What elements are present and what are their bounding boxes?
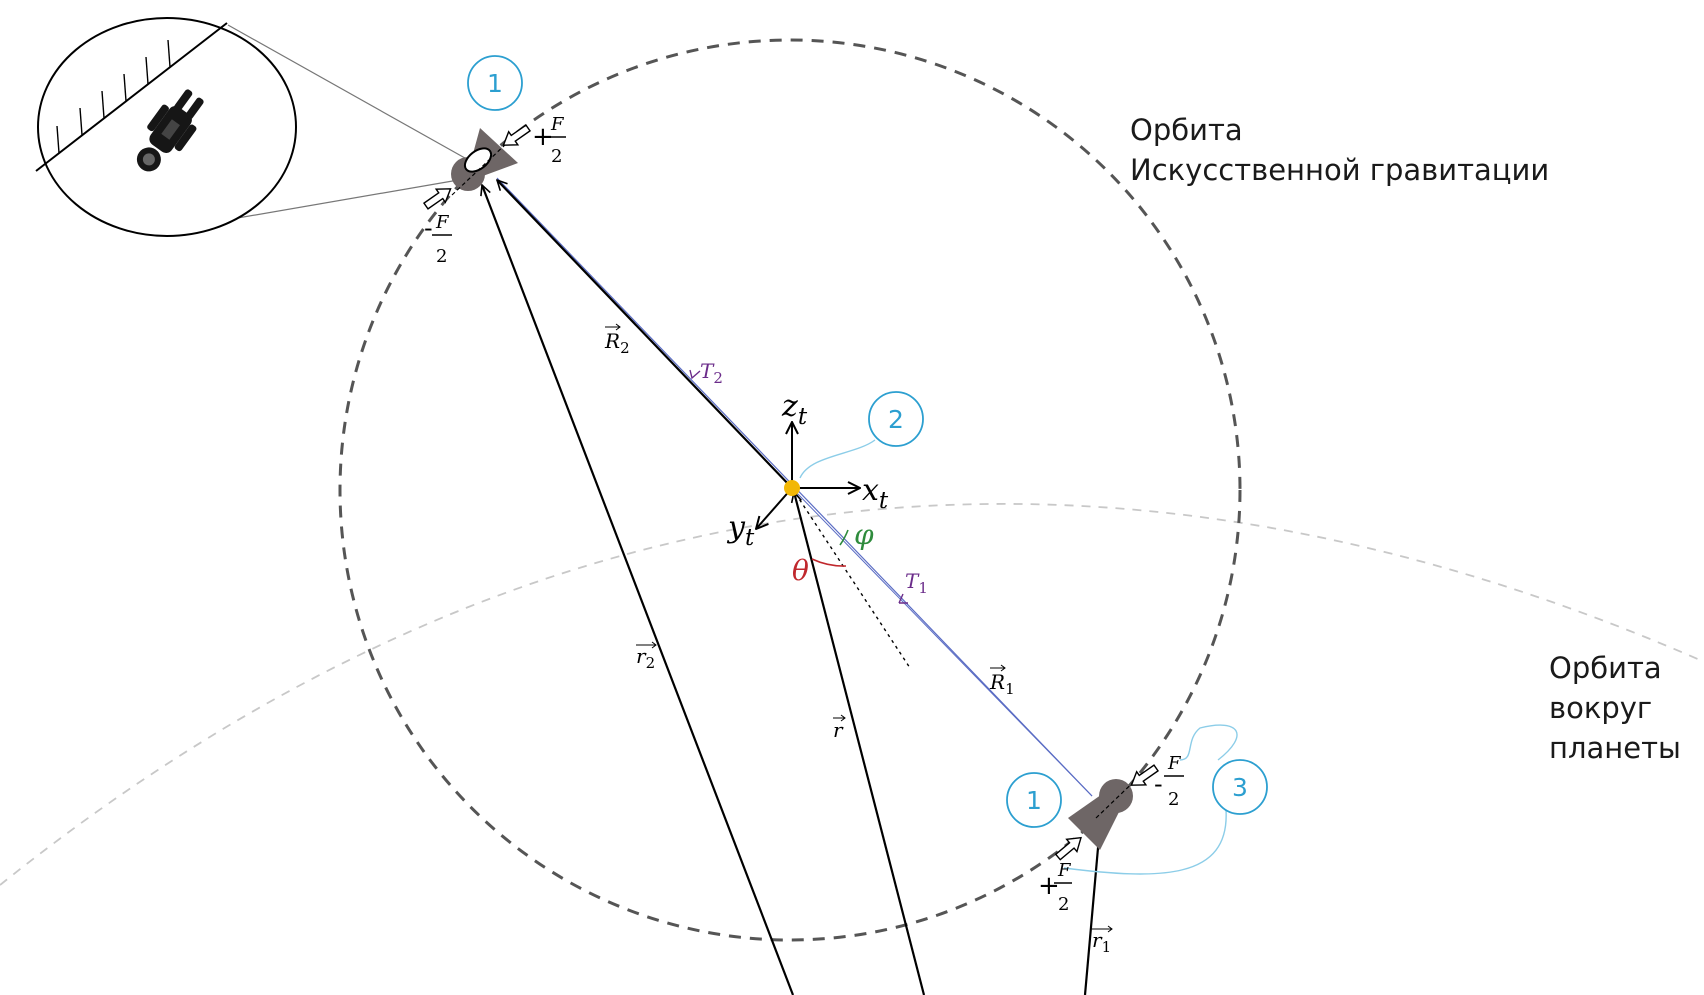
- force-label-bottom-minus: - F 2: [1154, 753, 1184, 810]
- svg-text:F: F: [1057, 860, 1072, 881]
- svg-text:R1: R1: [989, 670, 1015, 698]
- vector-r-line: [794, 492, 926, 995]
- svg-text:1: 1: [487, 69, 503, 98]
- force-label-top-plus: + F 2: [532, 114, 566, 167]
- svg-text:r: r: [833, 718, 844, 742]
- orbit-planet-label-line1: Орбита: [1549, 651, 1662, 685]
- orbit-planet-label: Орбита вокруг планеты: [1549, 651, 1681, 765]
- angle-theta-label: θ: [792, 554, 809, 587]
- svg-text:-: -: [424, 214, 433, 242]
- svg-text:F: F: [435, 212, 450, 233]
- vector-r-label: r: [833, 714, 846, 742]
- svg-text:-: -: [1154, 770, 1163, 798]
- angle-theta-arc: [811, 558, 847, 567]
- orbit-ag-label-line1: Орбита: [1130, 113, 1243, 147]
- module-inset: [35, 17, 473, 237]
- orbit-ag-label-line2: Искусственной гравитации: [1130, 153, 1549, 187]
- svg-text:2: 2: [551, 146, 562, 167]
- angle-phi-arc: [839, 529, 849, 546]
- force-arrow-top-minus: [423, 188, 452, 210]
- axis-y-label: yt: [726, 510, 755, 551]
- svg-text:F: F: [1167, 753, 1182, 774]
- vector-r2-line: [482, 185, 795, 995]
- callout-3-leader: [1063, 724, 1238, 875]
- svg-text:r2: r2: [636, 644, 655, 672]
- force-arrow-top-plus: [502, 124, 531, 146]
- tension-T2-tick: [689, 369, 701, 380]
- svg-text:F: F: [550, 114, 565, 135]
- svg-text:R2: R2: [604, 329, 630, 357]
- callout-center: 2: [868, 391, 924, 447]
- center-of-mass-dot: [784, 480, 800, 496]
- vector-r2-label: r2: [636, 641, 657, 672]
- orbit-ag-label: Орбита Искусственной гравитации: [1130, 113, 1549, 187]
- force-label-bottom-plus: + F 2: [1038, 860, 1072, 915]
- tension-T1-tick: [898, 593, 908, 604]
- force-arrow-bottom-minus: [1130, 764, 1159, 786]
- orbit-planet-label-line2: вокруг: [1549, 691, 1652, 725]
- svg-text:2: 2: [1058, 894, 1069, 915]
- callout-tether-attach: 3: [1212, 759, 1268, 815]
- callout-2-leader: [799, 439, 876, 479]
- svg-text:+: +: [1038, 871, 1060, 901]
- callout-module-bottom: 1: [1006, 772, 1062, 828]
- axis-z-label: zt: [781, 389, 808, 430]
- vector-R2-line: [497, 180, 793, 489]
- vector-R2-label: R2: [604, 323, 630, 357]
- module-top: [451, 128, 518, 196]
- angle-phi-label: φ: [854, 518, 874, 551]
- local-axes: [756, 422, 860, 529]
- axis-x-label: xt: [862, 473, 889, 514]
- force-arrow-bottom-plus: [1054, 836, 1082, 861]
- artificial-gravity-orbit: [338, 38, 1242, 942]
- vector-r1-label: r1: [1092, 925, 1113, 956]
- tension-T1-label: T1: [905, 569, 928, 597]
- svg-text:r1: r1: [1092, 928, 1111, 956]
- force-label-top-minus: - F 2: [424, 212, 452, 267]
- svg-text:+: +: [532, 122, 554, 152]
- orbit-planet-label-line3: планеты: [1549, 731, 1681, 765]
- vector-R1-line: [791, 487, 1093, 797]
- svg-text:2: 2: [436, 246, 447, 267]
- reference-dotted-line: [791, 487, 911, 669]
- svg-text:2: 2: [888, 405, 904, 434]
- callout-module-top: 1: [467, 55, 523, 111]
- vector-R1-label: R1: [989, 664, 1015, 698]
- planet-orbit: [0, 503, 1701, 886]
- svg-text:2: 2: [1168, 789, 1179, 810]
- tension-T2-label: T2: [700, 359, 723, 387]
- svg-text:3: 3: [1232, 773, 1248, 802]
- astronaut-icon: [136, 89, 204, 172]
- svg-text:1: 1: [1026, 786, 1042, 815]
